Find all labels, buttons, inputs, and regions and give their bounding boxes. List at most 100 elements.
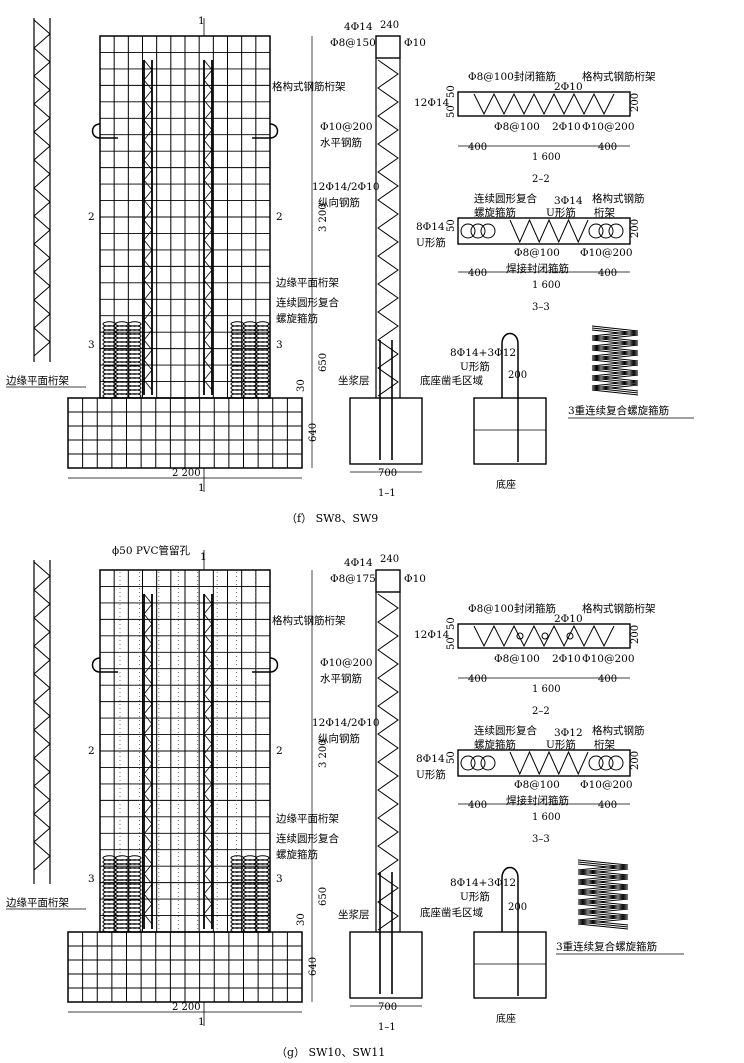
base-200: 200 (508, 370, 527, 381)
wall-elevation (67, 18, 313, 492)
s33-400a: 400 (468, 268, 487, 279)
s33-8phi14: 8Φ14 (416, 221, 445, 233)
dim-2200: 2 200 (172, 468, 201, 479)
spiral-circle (470, 755, 486, 771)
spiral-circle (460, 755, 476, 771)
s22-title: 2–2 (532, 174, 550, 185)
s33-spiral-1: 连续圆形复合 (474, 724, 537, 737)
edge-truss-label: 边缘平面桁架 (6, 374, 69, 387)
spiral-circle (588, 223, 604, 239)
dim-3200: 3 200 (318, 203, 329, 232)
s33-phi10: Φ10@200 (580, 779, 633, 791)
s22-50b: 50 (446, 105, 457, 118)
spiral-circle (470, 223, 486, 239)
section-1-marker-top: 1 (200, 551, 207, 563)
s33-phi10: Φ10@200 (580, 247, 633, 259)
section-3-marker-right: 3 (276, 339, 283, 351)
section-3-3-drawing (457, 749, 631, 805)
section-truss-web (509, 750, 589, 776)
dim-30: 30 (296, 913, 307, 926)
s22-2phi10: 2Φ10 (554, 613, 583, 625)
section-3-marker-left: 3 (88, 873, 95, 885)
s22-lattice: 格构式钢筋桁架 (582, 70, 656, 83)
pvc-hole (566, 632, 574, 640)
s33-phi8: Φ8@100 (514, 247, 560, 259)
s33-title: 3–3 (532, 834, 550, 845)
s33-phi8: Φ8@100 (514, 779, 560, 791)
s22-closed: 封闭箍筋 (514, 602, 556, 615)
sec1-grout: 坐浆层 (338, 374, 370, 387)
truss-web (143, 593, 153, 925)
edge-plane-truss-drawing (33, 560, 51, 884)
vertical-bar-name: 纵向钢筋 (318, 196, 360, 209)
s22-1600: 1 600 (532, 684, 561, 695)
s22-400a: 400 (468, 142, 487, 153)
spiral-circle (480, 755, 496, 771)
wall-elevation (67, 550, 313, 1026)
panel-g-sw10-sw11: 边缘平面桁架 ϕ50 PVC管留孔 1 1 2 2 3 3 格构式 (6, 544, 684, 1059)
section-2-marker-right: 2 (276, 745, 283, 757)
s33-400b: 400 (598, 800, 617, 811)
spiral-circle (588, 755, 604, 771)
section-2-2-drawing (457, 623, 631, 679)
horizontal-bar-name: 水平钢筋 (320, 136, 362, 149)
spiral-circle (598, 223, 614, 239)
s22-12phi14: 12Φ14 (414, 97, 450, 109)
s22-phi10: Φ10@200 (582, 653, 635, 665)
caption-f: （f） SW8、SW9 (286, 512, 378, 525)
edge-truss-right-label: 边缘平面桁架 (276, 812, 339, 825)
dim-640: 640 (308, 957, 319, 976)
section-3-3-drawing (457, 217, 631, 273)
sec1-phi10: Φ10 (404, 37, 426, 49)
s33-400a: 400 (468, 800, 487, 811)
dim-640: 640 (308, 423, 319, 442)
s22-2phi10b: 2Φ10 (552, 653, 581, 665)
s22-12phi14: 12Φ14 (414, 629, 450, 641)
s22-phi8b: Φ8@100 (494, 653, 540, 665)
s22-stirrup: Φ8@100 (468, 603, 514, 615)
spiral-label-2: 螺旋箍筋 (276, 312, 318, 325)
section-truss-web (473, 624, 615, 648)
section-1-1-drawing (349, 569, 423, 1007)
s33-200: 200 (630, 219, 641, 238)
base-rough: 底座凿毛区域 (420, 906, 483, 919)
s33-8phi14: 8Φ14 (416, 753, 445, 765)
spiral-circle (608, 755, 624, 771)
triple-spiral-drawing (591, 325, 639, 396)
truss-web (143, 59, 153, 391)
dim-2200: 2 200 (172, 1002, 201, 1013)
s33-200: 200 (630, 751, 641, 770)
s33-400b: 400 (598, 268, 617, 279)
vertical-bar-spec: 12Φ14/2Φ10 (312, 717, 380, 729)
truss-diagonal (33, 19, 51, 357)
lattice-truss-label: 格构式钢筋桁架 (272, 80, 346, 93)
vertical-bar-spec: 12Φ14/2Φ10 (312, 181, 380, 193)
truss-diagonal (33, 561, 51, 871)
base-title: 底座 (496, 478, 516, 491)
pvc-hole (541, 632, 549, 640)
s22-stirrup: Φ8@100 (468, 71, 514, 83)
spiral-circle (598, 755, 614, 771)
horizontal-bar-spec: Φ10@200 (320, 657, 373, 669)
s33-title: 3–3 (532, 302, 550, 313)
section-2-marker-right: 2 (276, 211, 283, 223)
s22-lattice: 格构式钢筋桁架 (582, 602, 656, 615)
caption-g: （g） SW10、SW11 (276, 1046, 385, 1059)
s33-lattice-2: 桁架 (594, 738, 615, 751)
base-title: 底座 (496, 1012, 516, 1025)
sec1-stirrup: Φ8@150 (330, 37, 376, 49)
s33-50: 50 (446, 219, 457, 232)
section-1-marker-top: 1 (198, 15, 205, 27)
spiral-label-1: 连续圆形复合 (276, 832, 339, 845)
s22-phi10: Φ10@200 (582, 121, 635, 133)
s33-ushape-left: U形筋 (416, 768, 446, 781)
base-200: 200 (508, 902, 527, 913)
s33-lattice-1: 格构式钢筋 (592, 724, 645, 737)
s22-phi8b: Φ8@100 (494, 121, 540, 133)
s22-50a: 50 (446, 85, 457, 98)
sec1-title: 1–1 (378, 488, 396, 499)
s22-title: 2–2 (532, 706, 550, 717)
pvc-hole-label: ϕ50 PVC管留孔 (112, 544, 191, 557)
s33-spiral-1: 连续圆形复合 (474, 192, 537, 205)
pvc-hole (516, 632, 524, 640)
